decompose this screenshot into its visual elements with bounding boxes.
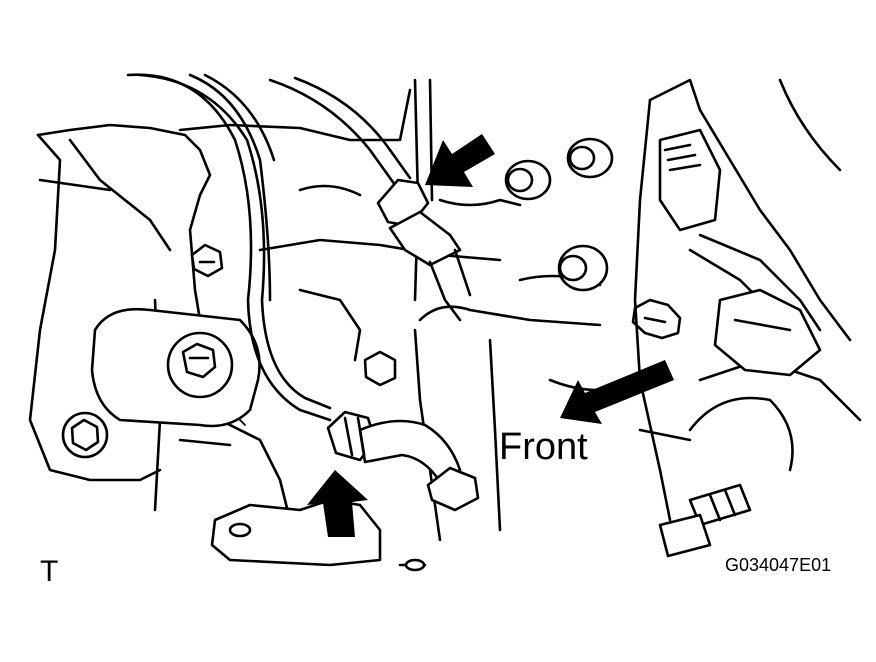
- housing-right: [633, 78, 862, 522]
- electrical-connector: [658, 128, 822, 332]
- dowel-top-right: [566, 137, 614, 179]
- arrow-icon-lower: [307, 470, 368, 537]
- lower-union-fitting: [326, 410, 480, 512]
- drain-plug: [658, 483, 752, 558]
- bolt-center: [363, 350, 397, 387]
- dowel-middle: [557, 244, 609, 292]
- bolt-left-lower: [61, 411, 109, 459]
- bolt-left-upper: [190, 243, 224, 278]
- lower-flange: [210, 498, 427, 572]
- dowel-top-left: [504, 159, 552, 201]
- mount-bracket: [90, 307, 261, 428]
- arrow-icon-front: [560, 360, 674, 424]
- speed-sensor: [713, 288, 822, 377]
- arrow-icon-upper: [425, 134, 495, 187]
- figure-code: G034047E01: [725, 555, 832, 575]
- corner-mark: T: [40, 555, 59, 588]
- bolt-right: [631, 298, 682, 340]
- cooler-hose-c: [268, 76, 412, 187]
- cooler-hose-b: [188, 73, 276, 302]
- upper-union-fitting: [376, 178, 472, 322]
- front-label: Front: [499, 426, 588, 468]
- cooler-hose-a: [126, 73, 332, 422]
